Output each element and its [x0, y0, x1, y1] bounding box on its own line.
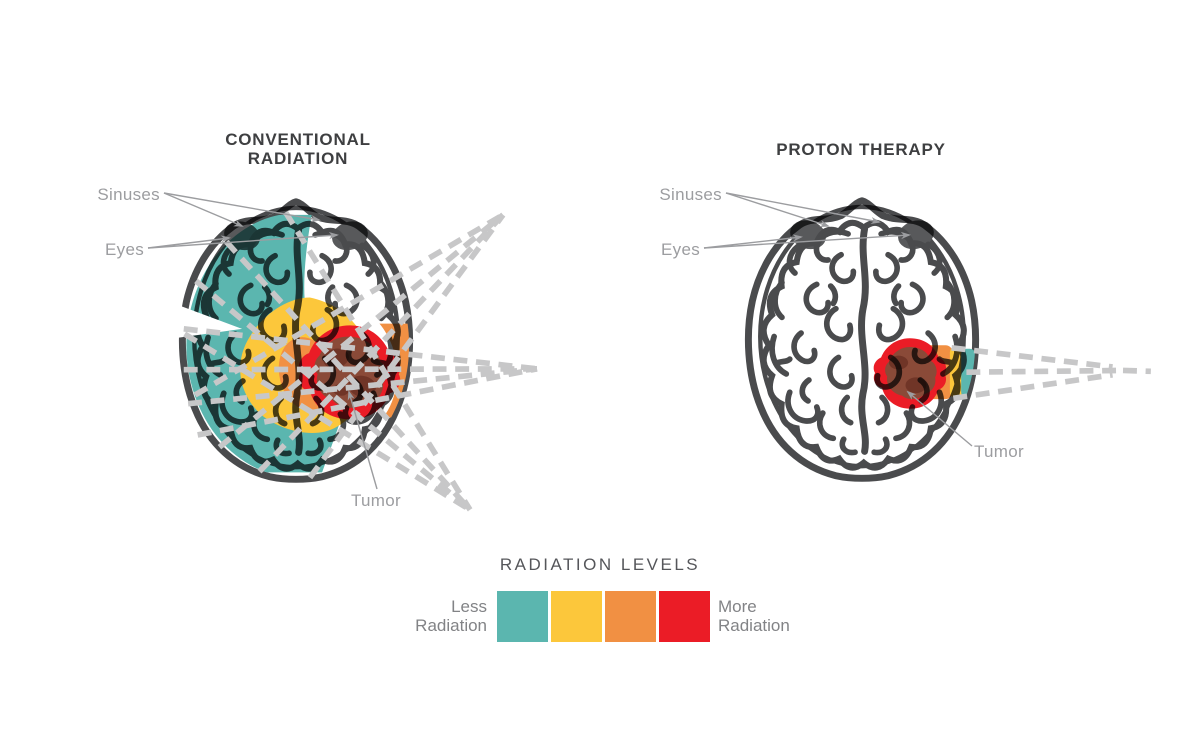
legend-more-label: More Radiation: [718, 597, 790, 635]
left-title-line1: CONVENTIONAL: [225, 130, 371, 149]
legend-title: RADIATION LEVELS: [499, 555, 701, 574]
legend-swatch-orange: [605, 591, 656, 642]
annotation-arrows: [147, 192, 973, 490]
conventional-radiation-head: [167, 202, 538, 513]
right-tumor-label: Tumor: [974, 442, 1024, 461]
left-sinus-arrow-1: [163, 192, 244, 227]
left-panel-title: CONVENTIONAL RADIATION: [198, 130, 398, 168]
right-panel-title: PROTON THERAPY: [776, 140, 946, 159]
right-eye-arrow-2: [703, 231, 911, 249]
left-sinus-arrow-2: [163, 192, 321, 223]
conventional-beam-fans: [183, 210, 538, 513]
right-eyes-label: Eyes: [661, 240, 700, 259]
legend-less-label: Less Radiation: [415, 597, 487, 635]
right-eye-arrow-1: [703, 234, 803, 249]
right-tumor-arrow: [906, 390, 973, 447]
legend-swatch-red: [659, 591, 710, 642]
legend-swatch-yellow: [551, 591, 602, 642]
right-sinuses-label: Sinuses: [659, 185, 722, 204]
right-sinus-arrow-1: [725, 192, 830, 227]
left-eye-arrow-2: [147, 231, 339, 249]
left-title-line2: RADIATION: [247, 149, 349, 168]
proton-beam-fan: [951, 345, 1151, 402]
left-tumor-arrow: [347, 390, 378, 490]
left-eye-arrow-1: [147, 235, 231, 249]
legend-swatch-teal: [497, 591, 548, 642]
left-sinuses-label: Sinuses: [97, 185, 160, 204]
left-tumor-label: Tumor: [351, 491, 401, 510]
proton-therapy-head: [748, 201, 1151, 479]
right-sinus-arrow-2: [725, 192, 881, 225]
left-eyes-label: Eyes: [105, 240, 144, 259]
